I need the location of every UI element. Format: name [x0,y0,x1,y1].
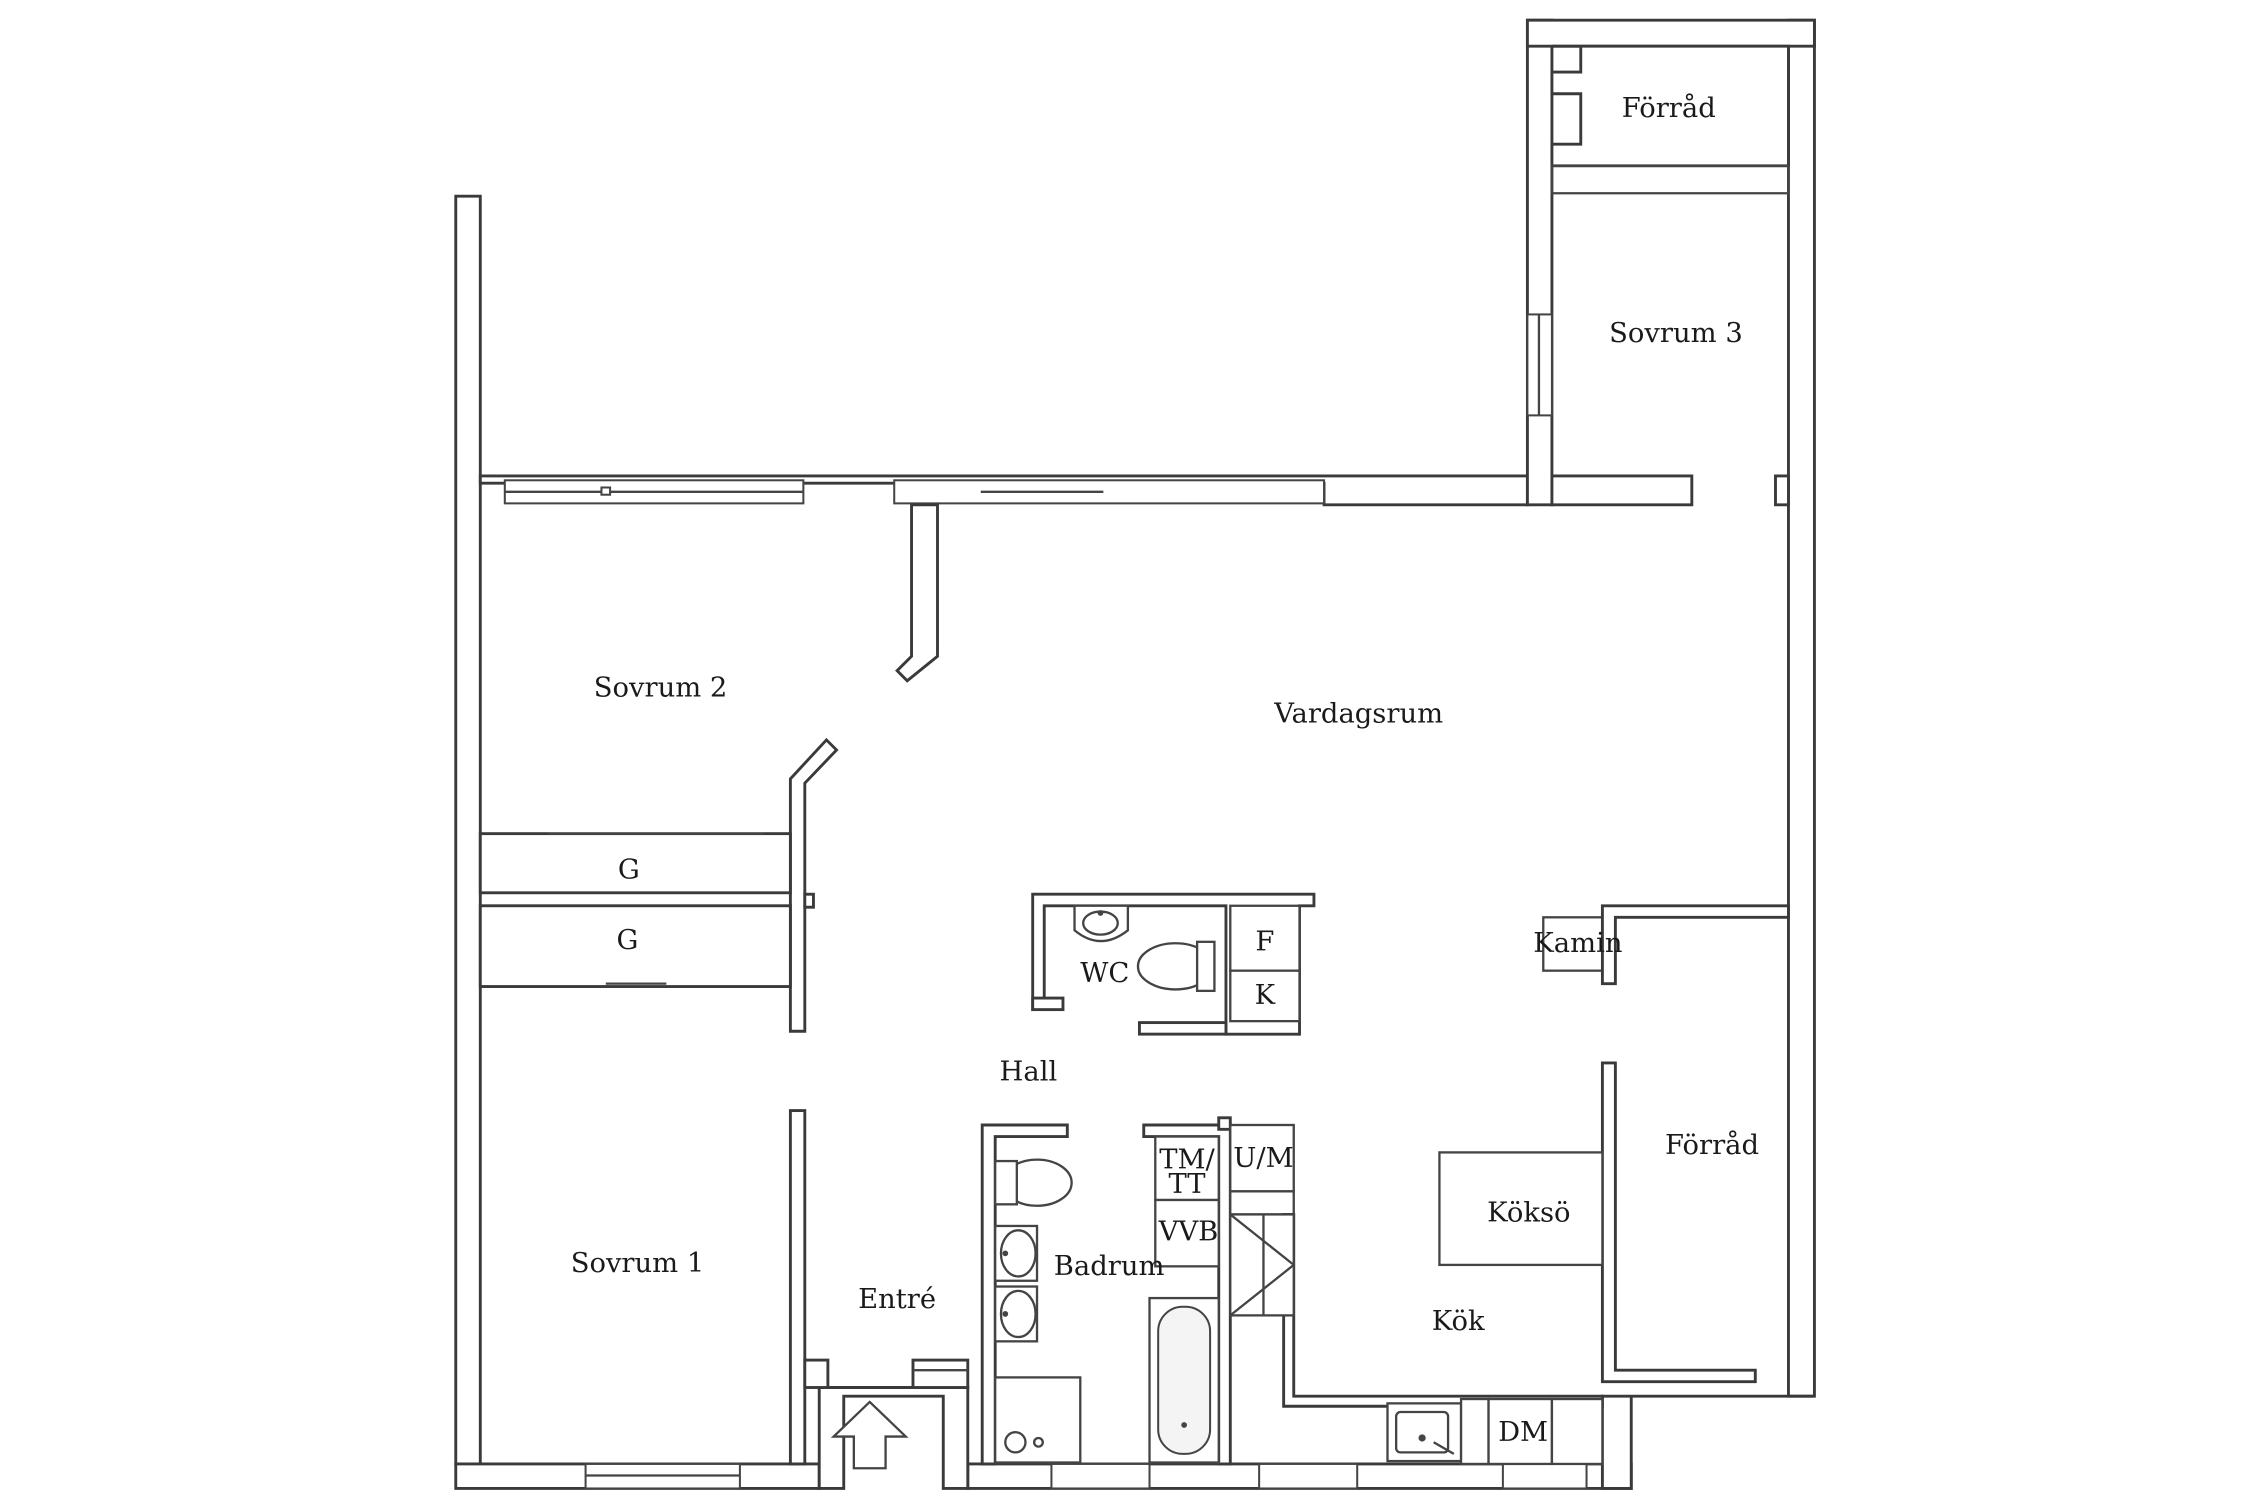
cabinet-vvb [1154,1198,1220,1268]
wall-sovrum3-right-stub [1774,474,1790,507]
cabinet-um [1229,1123,1295,1193]
bathtub-icon [1148,1296,1220,1464]
wall-sovrum1-right [788,1109,807,1466]
wall-badrum [980,1123,1069,1466]
shower-icon [994,1376,1082,1464]
wall-tower-left [1525,18,1554,507]
room-label-wc: WC [1080,958,1129,989]
bath-sink-2-icon [994,1285,1039,1343]
wall-forrad-right [1600,904,1790,986]
room-label-forrad-right: Förråd [1665,1129,1759,1161]
room-label-forrad-top: Förråd [1622,92,1716,124]
room-label-garderob-1: G [618,854,640,885]
wc-toilet-icon [1136,940,1216,993]
kitchen-sink-icon [1386,1402,1463,1463]
wall-tower-top [1525,18,1816,48]
wardrobe-2 [478,904,792,988]
room-label-sovrum3: Sovrum 3 [1609,318,1743,349]
wc-sink-icon [1073,904,1130,943]
fireplace [1542,916,1605,972]
wall-forrad-right-lower [1600,1061,1757,1384]
room-label-vvb: VVB [1158,1216,1219,1247]
room-label-sovrum2: Sovrum 2 [594,673,728,704]
room-label-kokso: Köksö [1487,1198,1570,1229]
wall-sovrum2-angled [895,503,939,683]
bath-sink-1-icon [994,1224,1039,1282]
room-label-tm: TM/ [1159,1144,1215,1175]
room-label-hall: Hall [999,1056,1057,1087]
wall-sovrum2-right [788,737,839,1033]
stove-icon [1229,1213,1295,1317]
cabinet-k [1229,969,1301,1023]
room-label-f: F [1255,926,1274,957]
room-label-kamin: Kamin [1533,928,1622,959]
room-label-entre: Entré [858,1284,936,1315]
room-label-dm: DM [1498,1417,1548,1448]
wall-entry-left [817,1386,970,1490]
wall-left-exterior [454,194,482,1466]
kitchen-island [1438,1151,1604,1267]
bath-toilet-icon [994,1158,1073,1207]
room-label-um: U/M [1233,1143,1293,1174]
room-label-k: K [1255,980,1276,1011]
room-label-tt: TT [1168,1169,1205,1200]
wall-forrad-top [1550,44,1790,168]
entrance-arrow-icon [830,1400,909,1470]
wall-sovrum3-bottom [1550,474,1694,507]
room-label-sovrum1: Sovrum 1 [571,1248,705,1279]
room-label-kok: Kök [1432,1306,1485,1337]
cabinet-f [1229,904,1301,972]
room-label-garderob-2: G [616,925,638,956]
windows [503,313,1588,1490]
room-label-badrum: Badrum [1054,1251,1165,1282]
room-label-vardagsrum: Vardagsrum [1273,699,1443,730]
wall-bottom-step [1600,1394,1815,1490]
wall-tower-right [1787,18,1816,1398]
